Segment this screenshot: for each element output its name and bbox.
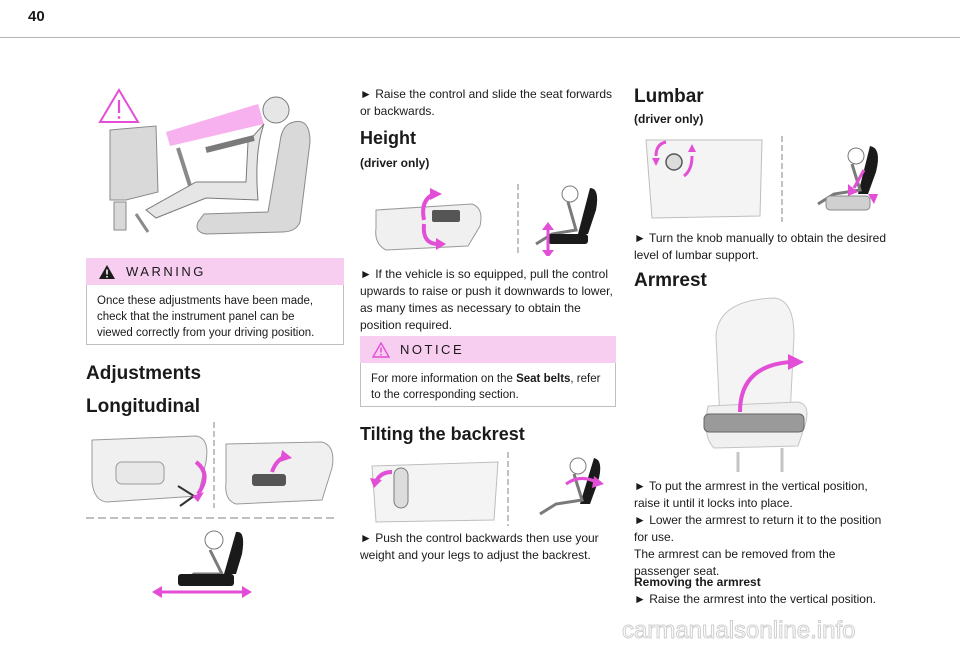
height-heading: Height [360, 128, 416, 148]
warning-text: Once these adjustments have been made, c… [97, 295, 315, 339]
height-step: ► If the vehicle is so equipped, pull th… [360, 267, 613, 332]
warning-triangle-icon [99, 264, 115, 279]
removing-armrest-step: ► Raise the armrest into the vertical po… [634, 592, 876, 606]
warning-triangle-icon [98, 88, 140, 123]
armrest-step-1: ► To put the armrest in the vertical pos… [634, 479, 868, 510]
warning-box-header: WARNING [86, 258, 344, 285]
armrest-illustration [694, 296, 824, 472]
notice-text-pre: For more information on the [371, 373, 517, 385]
removing-armrest-title: Removing the armrest [634, 575, 761, 589]
svg-text:carmanualsonline.info: carmanualsonline.info [622, 617, 855, 644]
lumbar-subheading: (driver only) [634, 112, 704, 126]
armrest-step-2: ► Lower the armrest to return it to the … [634, 513, 882, 544]
height-subheading: (driver only) [360, 156, 430, 170]
notice-text-bold: Seat belts [516, 373, 571, 385]
lumbar-illustration [642, 136, 890, 222]
armrest-heading: Armrest [634, 270, 707, 291]
top-rule [0, 37, 960, 38]
warning-title: WARNING [126, 264, 206, 279]
column-middle: ► Raise the control and slide the seat f… [360, 60, 616, 620]
longitudinal-heading: Longitudinal [86, 396, 200, 417]
driving-position-illustration [86, 82, 344, 250]
watermark: carmanualsonline.info [622, 614, 952, 646]
column-left: WARNING Once these adjustments have been… [86, 60, 344, 620]
page-number: 40 [28, 8, 45, 25]
longitudinal-illustration [86, 422, 344, 602]
adjustments-heading: Adjustments [86, 363, 202, 384]
lumbar-heading: Lumbar [634, 86, 704, 107]
longitudinal-step: ► Raise the control and slide the seat f… [360, 87, 613, 118]
notice-box-body: For more information on the Seat belts, … [360, 363, 616, 407]
armrest-note: The armrest can be removed from the pass… [634, 547, 836, 578]
height-illustration [372, 180, 612, 256]
notice-text-post: , refer to the corresponding section. [371, 373, 601, 401]
tilting-step: ► Push the control backwards then use yo… [360, 531, 599, 562]
warning-box-body: Once these adjustments have been made, c… [86, 285, 344, 345]
column-right: Lumbar (driver only) ► Turn the knob man… [634, 60, 890, 620]
tilting-heading: Tilting the backrest [360, 424, 525, 444]
notice-title: NOTICE [400, 342, 465, 357]
notice-triangle-icon [372, 341, 390, 358]
tilting-illustration [368, 452, 612, 526]
notice-box-header: NOTICE [360, 336, 616, 363]
lumbar-step: ► Turn the knob manually to obtain the d… [634, 231, 887, 262]
